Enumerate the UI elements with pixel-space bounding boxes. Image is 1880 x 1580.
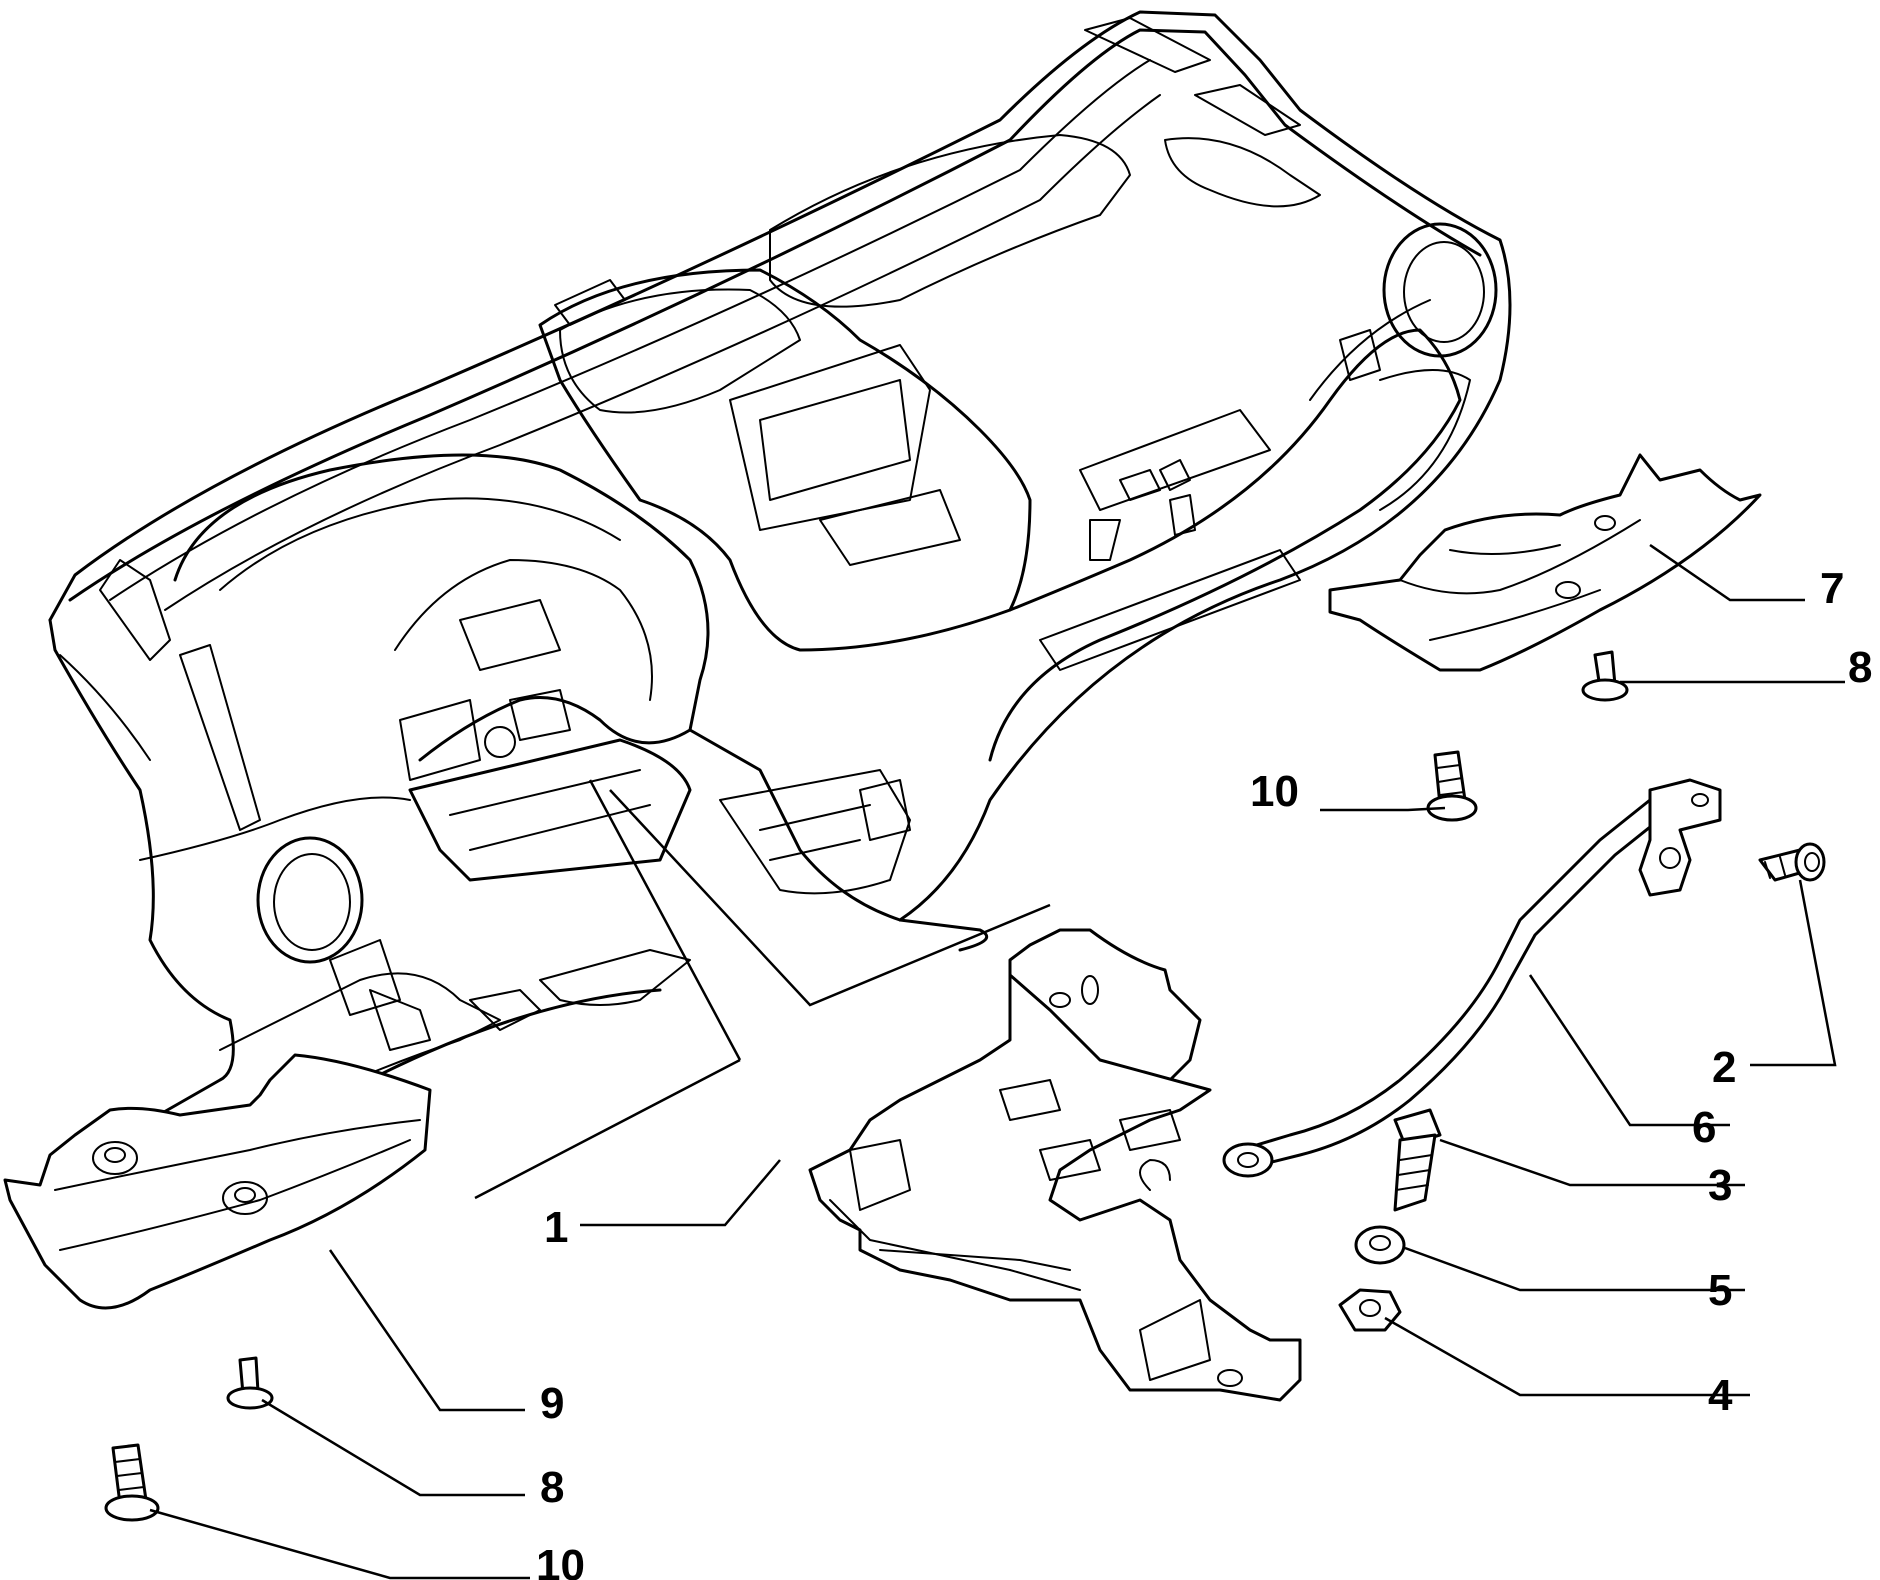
part-6-support-rod (1222, 778, 1722, 1178)
callout-10-left: 10 (536, 1541, 585, 1580)
leader-lines (149, 543, 1845, 1580)
dashboard-panel (48, 10, 1512, 1162)
callout-4: 4 (1708, 1371, 1733, 1420)
callout-5: 5 (1708, 1266, 1732, 1315)
part-2-screw (1758, 842, 1826, 882)
part-8-push-pin-left (226, 1356, 274, 1410)
part-8-push-pin-right (1581, 650, 1629, 702)
callout-1: 1 (544, 1203, 568, 1252)
callout-2: 2 (1712, 1043, 1736, 1092)
part-10-clip-right (1426, 750, 1478, 822)
part-4-nut (1338, 1288, 1402, 1332)
part-10-clip-left (104, 1443, 160, 1522)
part-9-air-duct-left (3, 1053, 432, 1310)
callout-8-right: 8 (1848, 643, 1872, 692)
part-5-washer (1354, 1225, 1406, 1265)
callout-9: 9 (540, 1379, 564, 1428)
part-1-support-bracket (808, 928, 1302, 1402)
part-3-bolt (1393, 1108, 1442, 1212)
part-7-air-duct-right (1328, 453, 1762, 672)
callout-10-right: 10 (1250, 767, 1299, 816)
callout-7: 7 (1820, 564, 1844, 613)
assembly-lines (474, 779, 1051, 1200)
callout-8-left: 8 (540, 1463, 564, 1512)
callout-6: 6 (1692, 1103, 1716, 1152)
callout-3: 3 (1708, 1161, 1732, 1210)
callout-labels: 1 2 3 4 5 6 7 8 8 9 10 10 (536, 564, 1872, 1580)
